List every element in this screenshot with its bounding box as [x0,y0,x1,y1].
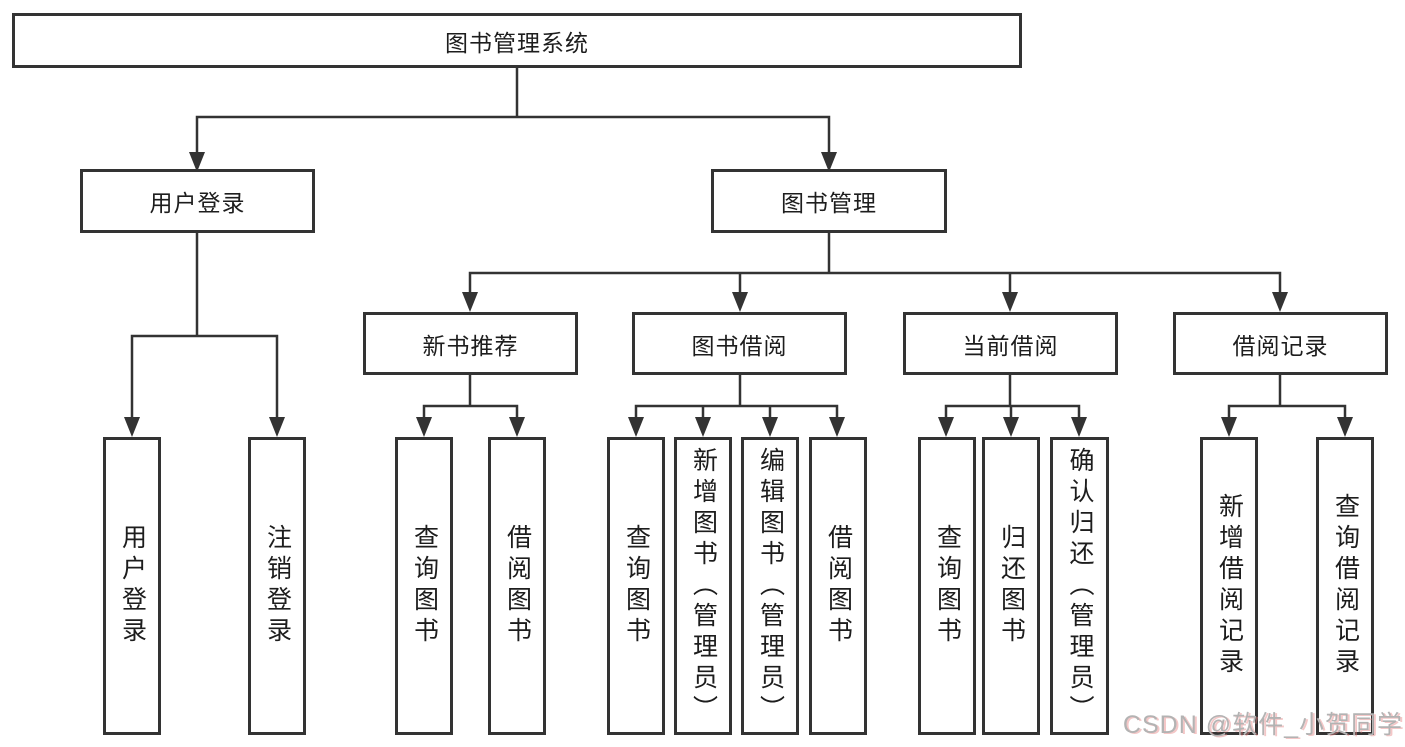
connector-book-borrow-to-children [634,375,839,419]
leaf-user-login: 用户登录 [103,437,161,735]
arrow-icon [938,417,954,437]
arrow-icon [1337,417,1353,437]
leaf-records-add-record: 新增借阅记录 [1200,437,1258,735]
connector-root-to-level2 [195,68,831,152]
arrow-icon [509,417,525,437]
arrow-icon [762,417,778,437]
arrow-icon [124,417,140,437]
node-borrow-records: 借阅记录 [1173,312,1388,375]
csdn-watermark: CSDN @软件_小贺同学 [1122,711,1403,739]
node-user-login: 用户登录 [80,169,315,233]
leaf-logout: 注销登录 [248,437,306,735]
arrow-icon [462,292,478,312]
node-current-borrow: 当前借阅 [903,312,1118,375]
connector-borrow-records-to-children [1227,375,1347,419]
leaf-current-return-book: 归还图书 [982,437,1040,735]
node-book-borrow: 图书借阅 [632,312,847,375]
leaf-current-query-book: 查询图书 [918,437,976,735]
arrow-icon [732,292,748,312]
leaf-borrow-query-book: 查询图书 [607,437,665,735]
connector-new-book-to-children [422,375,519,419]
node-root: 图书管理系统 [12,13,1022,68]
connector-current-borrow-to-children [944,375,1081,419]
arrow-icon [695,417,711,437]
leaf-recommend-query-book: 查询图书 [395,437,453,735]
leaf-records-query-record: 查询借阅记录 [1316,437,1374,735]
arrow-icon [1272,292,1288,312]
connector-user-login-to-children [130,233,279,419]
connector-book-management-to-sections [468,233,1282,294]
leaf-borrow-add-book-admin: 新增图书（管理员） [674,437,732,735]
arrow-icon [269,417,285,437]
arrowheads [124,152,1353,437]
leaf-borrow-borrow-book: 借阅图书 [809,437,867,735]
arrow-icon [1002,292,1018,312]
arrow-icon [416,417,432,437]
leaf-recommend-borrow-book: 借阅图书 [488,437,546,735]
node-new-book-recommend: 新书推荐 [363,312,578,375]
arrow-icon [1003,417,1019,437]
arrow-icon [1221,417,1237,437]
leaf-current-confirm-return-admin: 确认归还（管理员） [1050,437,1109,735]
leaf-borrow-edit-book-admin: 编辑图书（管理员） [741,437,799,735]
arrow-icon [189,152,205,172]
arrow-icon [821,152,837,172]
node-book-management: 图书管理 [711,169,947,233]
arrow-icon [1071,417,1087,437]
arrow-icon [829,417,845,437]
arrow-icon [628,417,644,437]
